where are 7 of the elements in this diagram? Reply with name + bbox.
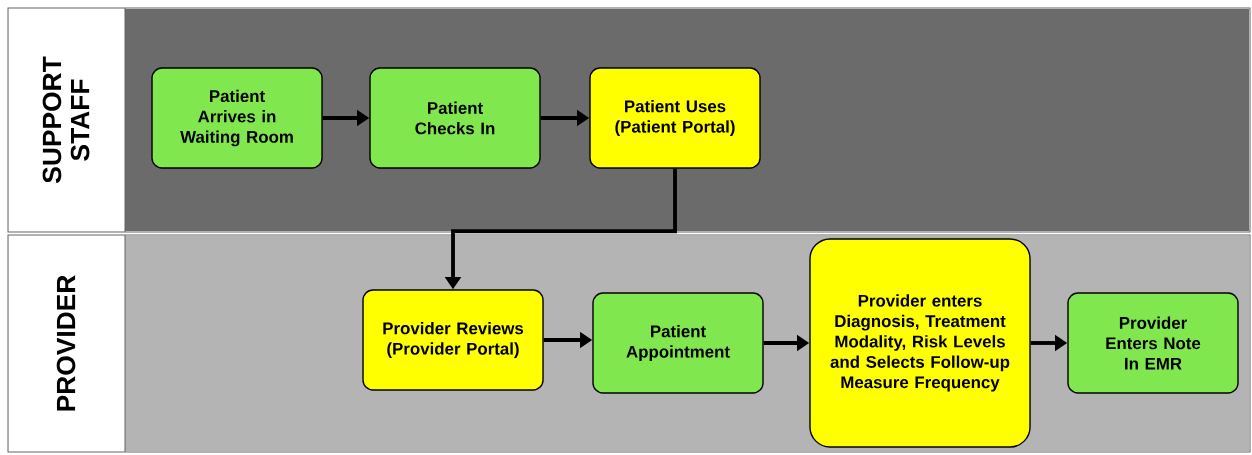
process-box: Patient Appointment <box>592 292 764 394</box>
process-box: Provider Reviews (Provider Portal) <box>362 289 544 391</box>
process-box: Provider Enters Note In EMR <box>1067 292 1239 394</box>
process-box: Patient Uses (Patient Portal) <box>589 67 761 169</box>
process-box: Patient Checks In <box>369 67 541 169</box>
process-box: Provider enters Diagnosis, Treatment Modality, Risk Levels and Selects Follow-up Measure Frequency <box>809 238 1031 448</box>
process-box: Patient Arrives in Waiting Room <box>151 67 323 169</box>
